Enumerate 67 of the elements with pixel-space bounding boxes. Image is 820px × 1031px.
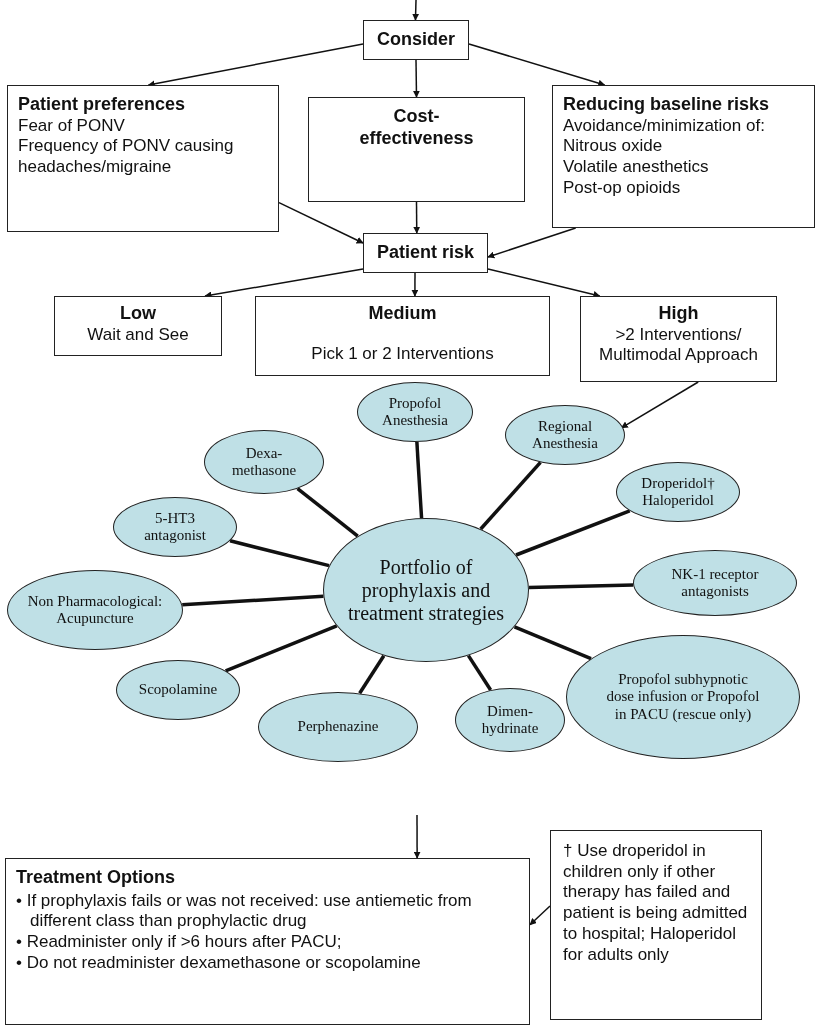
connector-line (415, 441, 424, 519)
connector-line (296, 487, 359, 538)
ellipse-label: Dexa-methasone (230, 444, 298, 480)
box-text: Post-op opioids (563, 177, 681, 199)
ellipse-label: Portfolio of prophylaxis and treatment strategies (346, 555, 505, 625)
box-heading: High (658, 303, 699, 325)
arrow (529, 905, 551, 926)
box-heading: Treatment Options (16, 867, 176, 889)
box-heading: Reducing baseline risks (563, 94, 770, 116)
process-box (7, 85, 279, 232)
box-text: Wait and See (87, 324, 189, 346)
process-box (363, 233, 488, 273)
box-text: Pick 1 or 2 Interventions (311, 344, 494, 365)
connector-line (229, 539, 330, 568)
process-box (308, 97, 525, 202)
option-ellipse (116, 660, 240, 720)
connector-line (513, 625, 592, 661)
box-text: Fear of PONV (18, 115, 125, 137)
process-box (363, 20, 469, 60)
box-text: >2 Interventions/ Multimodal Approach (598, 324, 759, 367)
connector-line (224, 624, 338, 673)
arrow (620, 381, 699, 429)
box-heading: Patient preferences (18, 94, 186, 116)
option-ellipse (616, 462, 740, 522)
ellipse-label: Regional Anesthesia (531, 417, 599, 453)
process-box (552, 85, 815, 228)
ellipse-label: Droperidol† Haloperidol (640, 474, 716, 510)
arrow (413, 201, 421, 234)
box-heading: Low (120, 303, 156, 325)
box-text: Avoidance/minimization of: (563, 115, 765, 137)
bullet-text: • If prophylaxis fails or was not received: use antiemetic from different class than prophylactic drug (16, 890, 473, 933)
ellipse-label: NK-1 receptor antagonists (670, 565, 760, 601)
arrow (278, 201, 364, 244)
connector-line (466, 654, 493, 691)
box-text: Frequency of PONV causing headaches/migraine (18, 136, 235, 178)
arrow (411, 272, 419, 297)
ellipse-label: Non Pharmacological: Acupuncture (26, 592, 164, 628)
process-box (580, 296, 777, 382)
connector-line (182, 594, 324, 607)
ellipse-label: 5-HT3 antagonist (143, 509, 207, 545)
note-text: † Use droperidol in children only if other therapy has failed and patient is being admitted to hospital; Haloperidol for adults only (563, 841, 749, 966)
bullet-text: • Do not readminister dexamethasone or scopolamine (16, 952, 422, 974)
box-heading: Medium (368, 303, 437, 325)
bullet-text: • Readminister only if >6 hours after PACU; (16, 932, 343, 953)
ellipse-label: Scopolamine (138, 681, 218, 699)
note-box (550, 830, 762, 1020)
box-text: Volatile anesthetics (563, 157, 709, 178)
ellipse-label: Propofol subhypnotic dose infusion or Propofol in PACU (rescue only) (605, 671, 761, 723)
box-heading: Patient risk (376, 242, 474, 264)
arrow (412, 59, 420, 98)
process-box (255, 296, 550, 376)
arrow (487, 227, 577, 259)
arrow (487, 268, 601, 298)
ellipse-label: Perphenazine (297, 718, 379, 736)
arrow (413, 814, 421, 859)
box-heading: Cost-effectiveness (358, 106, 475, 150)
process-box (5, 858, 530, 1025)
connector-line (528, 583, 634, 590)
arrow (412, 0, 420, 21)
process-box (54, 296, 222, 356)
box-text: Nitrous oxide (563, 136, 663, 158)
arrow (468, 43, 606, 87)
connector-line (515, 509, 631, 557)
ellipse-label: Propofol Anesthesia (381, 394, 449, 430)
connector-line (479, 461, 542, 531)
ellipse-label: Dimen-hydrinate (480, 702, 540, 738)
box-heading: Consider (377, 29, 455, 51)
